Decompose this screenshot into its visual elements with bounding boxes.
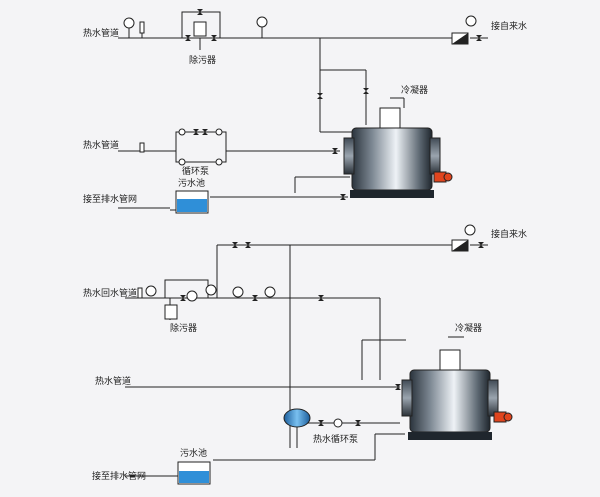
- pressure-gauge-icon: [232, 286, 244, 298]
- bottom-system: 接自来水 热水回水管道 除污器 冷凝器 热水管道 热水循环泵 污水池 接至排水管…: [83, 224, 527, 485]
- pressure-gauge-icon: [464, 224, 476, 236]
- top-boiler: [351, 127, 433, 191]
- bottom-burner: [493, 411, 507, 423]
- bottom-sewage-water: [179, 471, 209, 483]
- top-label-hot-water-pipe: 热水管道: [83, 27, 119, 39]
- bottom-pump-icon: [333, 418, 343, 428]
- thermometer-icon: [139, 21, 145, 34]
- pressure-gauge-icon: [145, 285, 157, 297]
- top-desilter-bypass: [181, 11, 221, 39]
- bottom-desilter-bypass: [164, 279, 209, 299]
- bottom-boiler: [409, 369, 491, 433]
- top-label-tap-water: 接自来水: [491, 20, 527, 32]
- top-label-condenser: 冷凝器: [401, 84, 428, 96]
- thermometer-icon: [139, 142, 145, 153]
- bottom-label-return-pipe: 热水回水管道: [83, 287, 137, 299]
- bottom-condenser: [439, 349, 461, 371]
- bottom-label-tap-water: 接自来水: [491, 228, 527, 240]
- bottom-expansion-tank: [283, 408, 311, 428]
- pressure-gauge-icon: [186, 290, 198, 302]
- bottom-label-circ-pump: 热水循环泵: [313, 433, 358, 445]
- bottom-label-hot-water-pipe: 热水管道: [95, 375, 131, 387]
- pressure-gauge-icon: [264, 286, 276, 298]
- top-label-hot-water-pipe-2: 热水管道: [83, 139, 119, 151]
- top-tap-valve: [476, 35, 482, 41]
- pressure-gauge-icon: [465, 15, 477, 27]
- top-system: 热水管道 除污器 接自来水 冷凝器 热水管道 循环泵 污水池 接至排水管网: [83, 9, 527, 214]
- top-bypass-valve: [197, 9, 203, 15]
- bottom-label-drain-network: 接至排水管网: [92, 470, 146, 482]
- bottom-label-condenser: 冷凝器: [455, 322, 482, 334]
- top-condenser: [379, 107, 401, 129]
- pressure-gauge-icon: [256, 16, 268, 28]
- top-vertical-valve-2: [363, 88, 369, 94]
- top-label-drain-network: 接至排水管网: [83, 193, 137, 205]
- bottom-boiler-base: [408, 432, 492, 440]
- bottom-label-sewage-pool: 污水池: [180, 447, 207, 459]
- pressure-gauge-icon: [123, 17, 135, 29]
- top-valve-b: [211, 35, 217, 41]
- thermometer-icon: [137, 287, 143, 299]
- top-label-desilter: 除污器: [189, 54, 216, 66]
- top-valve-a: [185, 35, 191, 41]
- top-desilter-body: [193, 21, 207, 37]
- top-burner: [433, 171, 447, 183]
- top-boiler-base: [350, 190, 434, 198]
- bottom-label-desilter: 除污器: [170, 322, 197, 334]
- top-sewage-water: [177, 199, 207, 212]
- top-label-circ-pump: 循环泵: [182, 165, 209, 177]
- top-pump-bypass: [175, 131, 227, 163]
- bottom-desilter-body: [164, 304, 178, 320]
- top-label-sewage-pool: 污水池: [178, 177, 205, 189]
- top-vertical-valve: [317, 93, 323, 99]
- pressure-gauge-icon: [205, 284, 217, 296]
